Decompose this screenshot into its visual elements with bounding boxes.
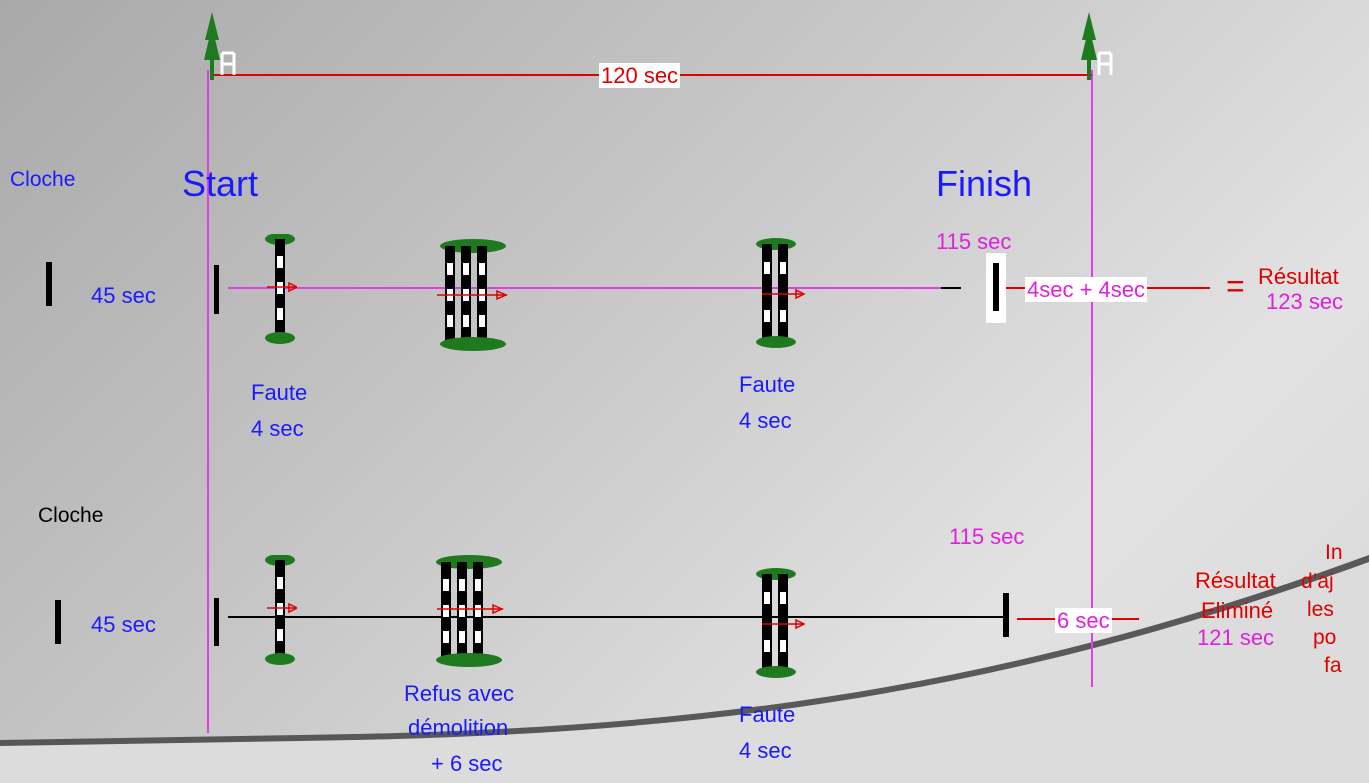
row1-result-value: 123 sec bbox=[1266, 289, 1344, 314]
note-line4: po bbox=[1313, 626, 1337, 649]
start-label: Start bbox=[182, 163, 259, 204]
bell-marker bbox=[55, 600, 61, 644]
row2-result-label: Résultat bbox=[1195, 568, 1276, 593]
obstacle-icon bbox=[265, 234, 297, 344]
row1-faute1-line1: Faute bbox=[251, 380, 308, 405]
row1-path-line bbox=[228, 287, 941, 289]
obstacle-icon bbox=[756, 238, 806, 348]
row1-faute1-line2: 4 sec bbox=[251, 416, 304, 441]
row1-path-end bbox=[941, 287, 961, 289]
note-line3: les bbox=[1307, 598, 1334, 621]
start-vertical-line bbox=[207, 70, 209, 733]
row1-result-label: Résultat bbox=[1258, 264, 1339, 289]
obstacle-icon bbox=[437, 239, 508, 351]
row2-refus-line1: Refus avec bbox=[404, 681, 515, 706]
cloche-label-bottom: Cloche bbox=[38, 504, 104, 527]
row1-time-left: 45 sec bbox=[91, 283, 156, 308]
cloche-label-top: Cloche bbox=[10, 168, 76, 191]
row2-penalty: 6 sec bbox=[1055, 608, 1112, 634]
obstacle-icon bbox=[436, 555, 504, 667]
finish-marker-bar bbox=[993, 263, 999, 311]
row2-refus-line3: + 6 sec bbox=[431, 751, 503, 776]
note-line2: d’aj bbox=[1301, 570, 1334, 593]
finish-label: Finish bbox=[936, 163, 1033, 204]
finish-vertical-line bbox=[1091, 70, 1093, 687]
row2-refus-line2: démolition bbox=[408, 715, 509, 740]
row2-result-status: Eliminé bbox=[1201, 598, 1274, 623]
row1-penalty: 4sec + 4sec bbox=[1025, 277, 1148, 303]
judge-chair-icon bbox=[220, 51, 236, 75]
row1-finish-time: 115 sec bbox=[936, 229, 1012, 254]
bell-marker bbox=[46, 262, 52, 306]
row2-finish-time: 115 sec bbox=[949, 524, 1025, 549]
row2-result-value: 121 sec bbox=[1197, 625, 1275, 650]
start-marker bbox=[214, 598, 219, 646]
finish-marker-bar bbox=[1003, 593, 1009, 637]
note-line5: fa bbox=[1324, 654, 1342, 677]
row1-faute2-line2: 4 sec bbox=[739, 408, 792, 433]
row2-faute-line2: 4 sec bbox=[739, 738, 792, 763]
obstacle-icon bbox=[756, 568, 806, 678]
judge-chair-icon bbox=[1097, 51, 1113, 75]
start-marker bbox=[214, 265, 219, 314]
row1-equals: = bbox=[1226, 268, 1245, 304]
note-line1: In bbox=[1325, 541, 1343, 564]
obstacle-icon bbox=[265, 555, 297, 665]
row1-faute2-line1: Faute bbox=[739, 372, 796, 397]
row2-path-line bbox=[228, 616, 1003, 618]
tree-icon bbox=[1081, 12, 1097, 80]
row2-faute-line1: Faute bbox=[739, 702, 796, 727]
row2-time-left: 45 sec bbox=[91, 612, 156, 637]
total-time-label: 120 sec bbox=[599, 63, 681, 89]
tree-icon bbox=[204, 12, 220, 80]
